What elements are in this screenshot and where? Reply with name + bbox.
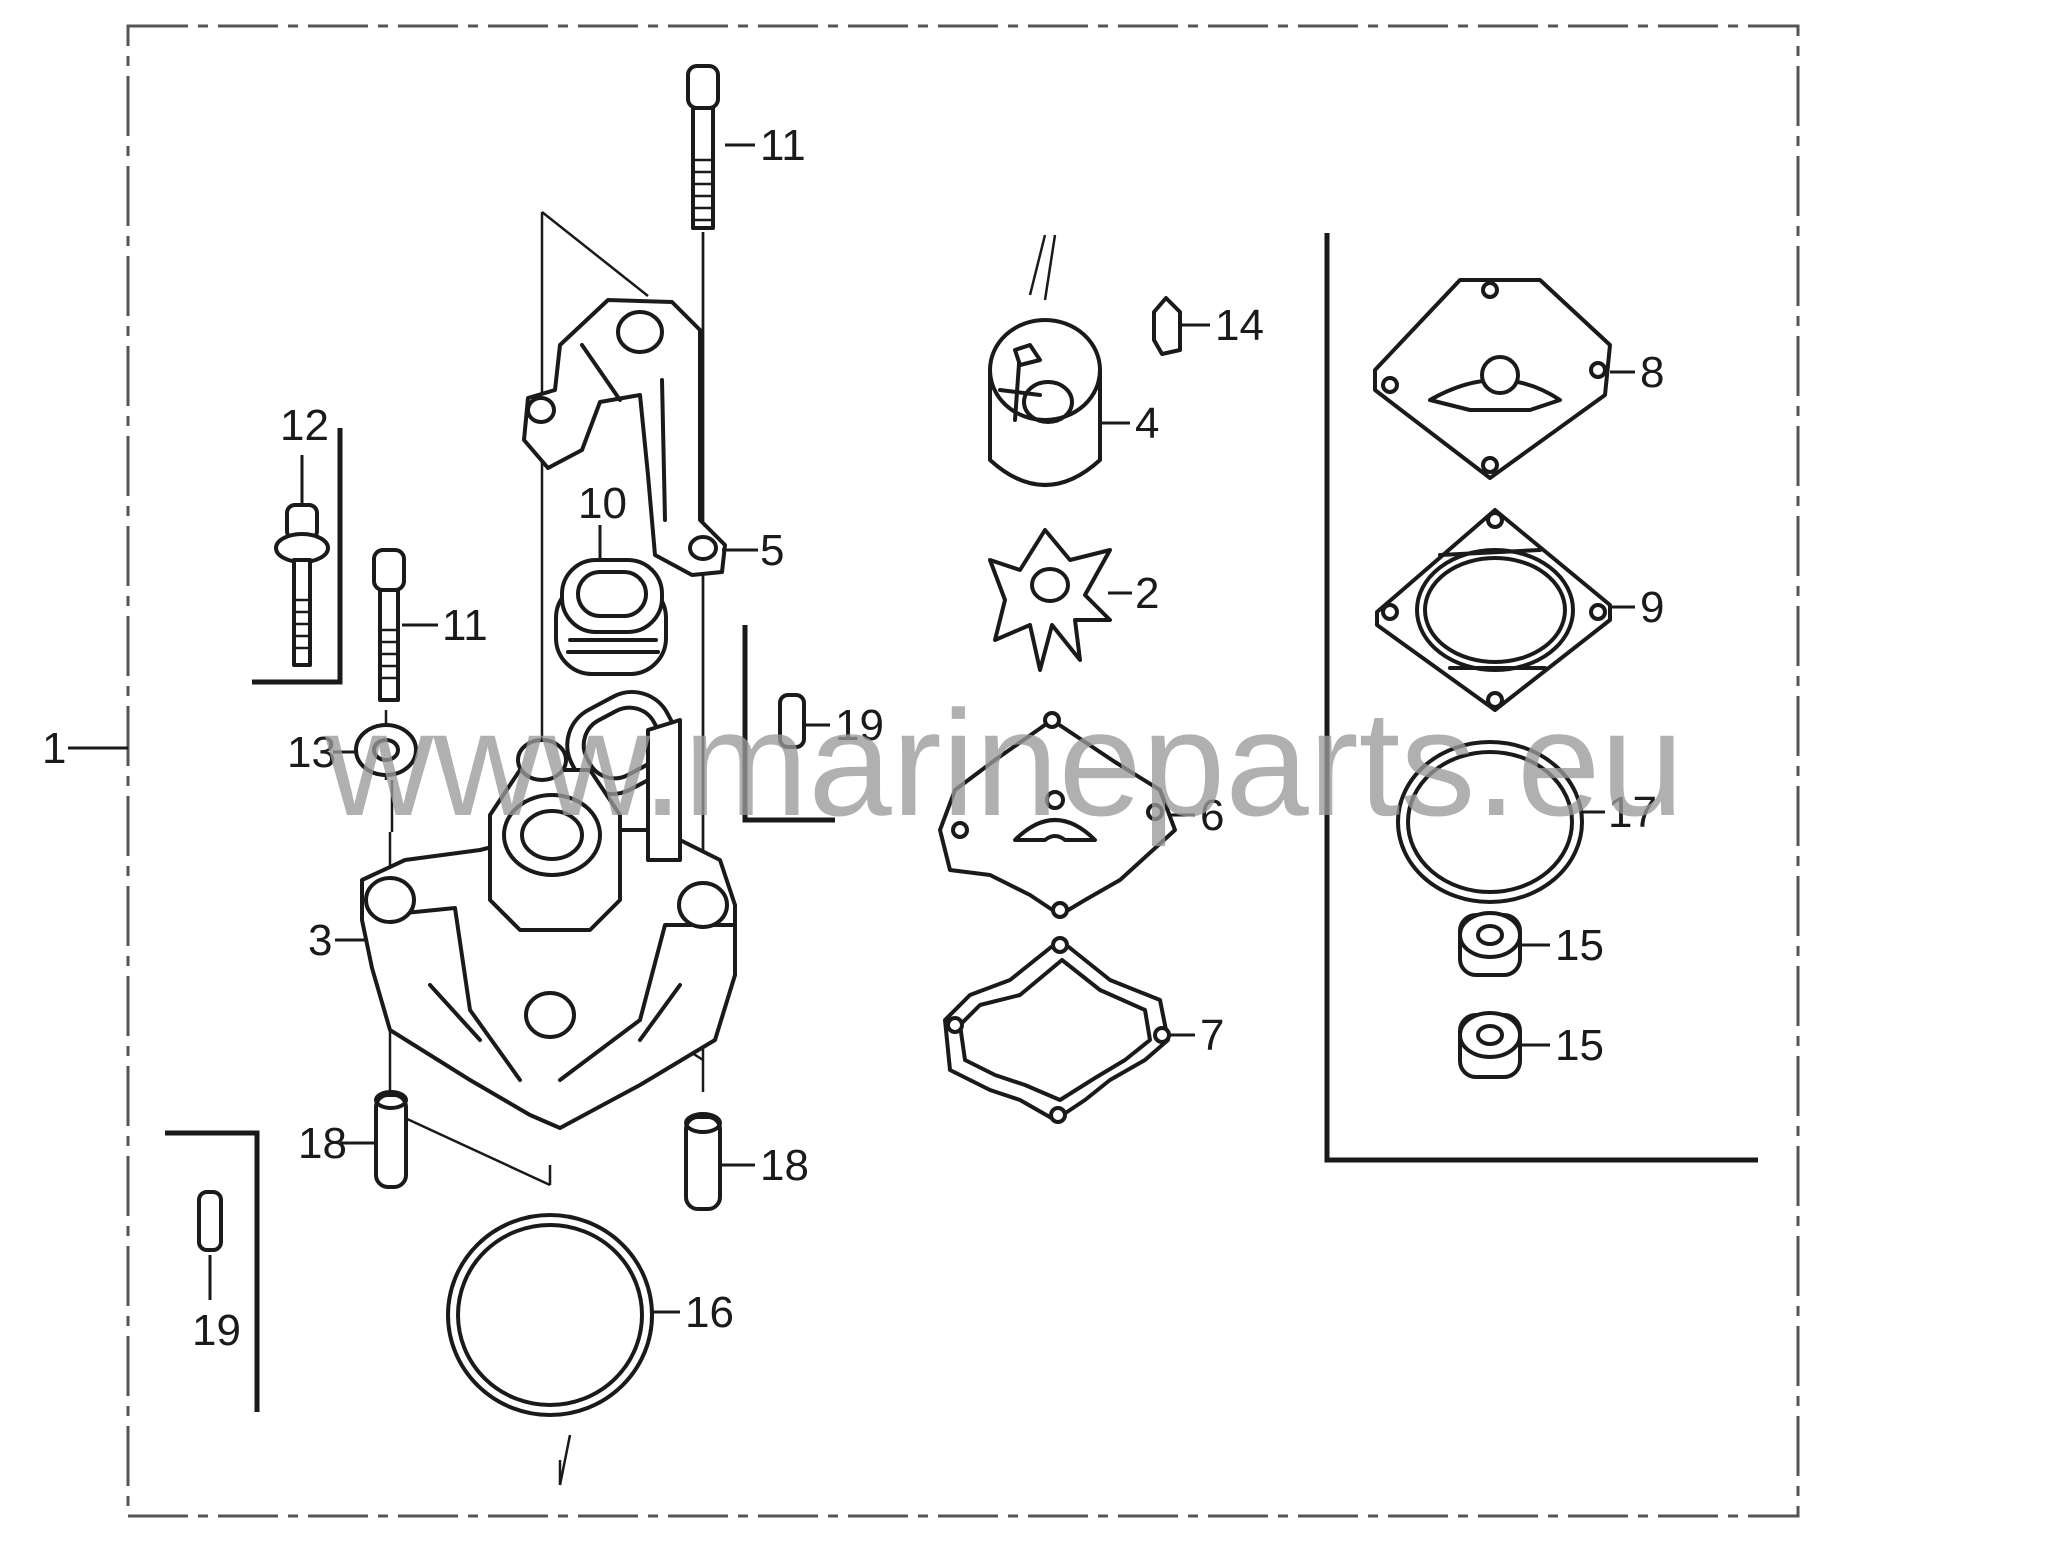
bolt-12 (274, 503, 330, 667)
bracket-19-upper (742, 625, 835, 823)
callout-18-left: 18 (298, 1119, 347, 1168)
callout-15-upper: 15 (1555, 921, 1604, 970)
part-4-liner (988, 318, 1102, 487)
pin-19-upper (778, 693, 806, 749)
callout-14: 14 (1215, 301, 1264, 350)
plate-6 (938, 711, 1177, 919)
callout-6: 6 (1200, 791, 1224, 840)
callout-17: 17 (1608, 788, 1657, 837)
plate-9 (1375, 508, 1612, 712)
callout-18-right: 18 (760, 1141, 809, 1190)
part-5-plate (522, 298, 727, 577)
pin-19-lower (197, 1190, 223, 1252)
part-3-pump-housing (360, 718, 737, 1130)
bracket-repair-kit (1324, 233, 1758, 1163)
watermark: www.marineparts.eu (324, 679, 1684, 847)
dowel-18-right (684, 1112, 722, 1211)
callout-13: 13 (287, 728, 336, 777)
plate-8 (1373, 278, 1612, 480)
washer-13 (354, 723, 418, 777)
oring-17 (1396, 740, 1584, 904)
callout-2: 2 (1135, 569, 1159, 618)
bolt-11-upper (686, 64, 720, 230)
bracket-19-lower (165, 1130, 260, 1412)
impeller-2 (988, 528, 1112, 672)
assembly-frame (126, 24, 1800, 1518)
callout-16: 16 (685, 1288, 734, 1337)
callout-10: 10 (578, 479, 627, 528)
leader-lines (68, 143, 1635, 1314)
callout-19-upper: 19 (835, 701, 884, 750)
oring-16 (446, 1213, 654, 1417)
callout-15-lower: 15 (1555, 1021, 1604, 1070)
bolt-11-lower (372, 548, 406, 702)
callout-7: 7 (1200, 1011, 1224, 1060)
callout-19-lower: 19 (192, 1306, 241, 1355)
seal-15-upper (1458, 911, 1522, 977)
callout-12: 12 (280, 401, 329, 450)
gasket-7 (943, 936, 1171, 1124)
callout-11-upper: 11 (760, 121, 806, 170)
callout-4: 4 (1135, 399, 1159, 448)
callout-11-lower: 11 (442, 601, 488, 650)
callout-8: 8 (1640, 348, 1664, 397)
callout-3: 3 (308, 916, 332, 965)
callout-5: 5 (760, 526, 784, 575)
key-14 (1152, 296, 1182, 356)
callout-9: 9 (1640, 583, 1664, 632)
callout-1: 1 (42, 724, 66, 773)
part-10-seal (554, 558, 668, 676)
dowel-18-left (374, 1090, 408, 1189)
bracket-12 (252, 428, 343, 685)
seal-15-lower (1458, 1011, 1522, 1079)
